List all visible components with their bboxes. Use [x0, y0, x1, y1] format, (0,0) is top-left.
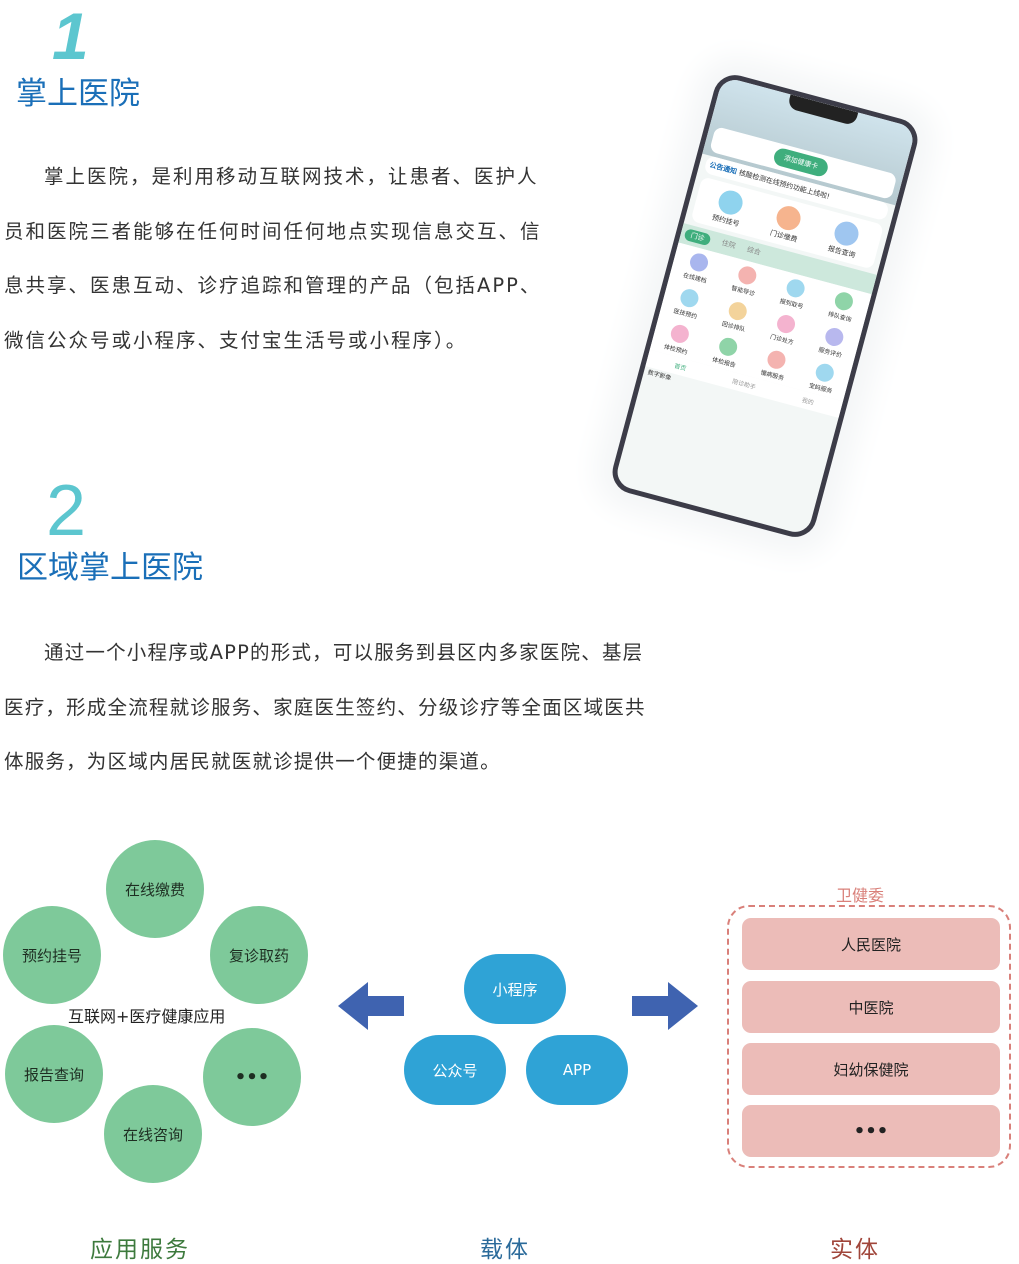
service-icon: [678, 287, 701, 310]
nav-me[interactable]: 我的: [800, 396, 815, 407]
section-title-1: 掌上医院: [16, 76, 140, 112]
section-number-1: 1: [52, 0, 89, 73]
service-label: 宝妈服务: [807, 382, 833, 396]
service-label: 慢病服务: [759, 369, 785, 383]
main-item[interactable]: 预约挂号: [711, 185, 748, 229]
main-item[interactable]: 报告查询: [827, 216, 864, 260]
service-icon: [832, 290, 855, 313]
app-circle: 在线咨询: [104, 1085, 202, 1183]
service-label: 体检报告: [711, 356, 737, 370]
apps-center-label: 互联网+医疗健康应用: [68, 1007, 226, 1026]
entity-box: 妇幼保健院: [742, 1043, 1000, 1095]
carrier-pill: 小程序: [464, 954, 566, 1024]
nav-assistant[interactable]: 陪诊助手: [731, 378, 757, 392]
tab[interactable]: 住院: [720, 238, 737, 251]
entity-group-border: [727, 905, 1011, 1168]
tab[interactable]: 门诊: [683, 228, 712, 247]
entity-box: 人民医院: [742, 918, 1000, 970]
service-icon: [784, 277, 807, 300]
app-circle: 预约挂号: [3, 906, 101, 1004]
caption-carrier: 载体: [480, 1237, 530, 1263]
main-item[interactable]: 门诊缴费: [769, 201, 806, 245]
service-icon: [717, 335, 740, 358]
carrier-pill: APP: [526, 1035, 628, 1105]
caption-apps: 应用服务: [90, 1237, 190, 1263]
app-circle: 在线缴费: [106, 840, 204, 938]
section-title-2: 区域掌上医院: [17, 550, 203, 586]
arrow-right-icon: [632, 982, 698, 1030]
entity-box-more: •••: [742, 1105, 1000, 1157]
app-circle: 报告查询: [5, 1025, 103, 1123]
app-circle-more: •••: [203, 1028, 301, 1126]
service-label: 体检预约: [663, 343, 689, 357]
service-icon: [765, 348, 788, 371]
section-paragraph-2: 通过一个小程序或APP的形式，可以服务到县区内多家医院、基层医疗，形成全流程就诊…: [4, 641, 646, 773]
carrier-pill: 公众号: [404, 1035, 506, 1105]
phone-mockup: 添加健康卡 公告通知 核酸检测在线预约功能上线啦! 预约挂号 门诊缴费 报告查询…: [607, 70, 923, 542]
service-icon: [688, 251, 711, 274]
service-icon: [823, 325, 846, 349]
service-icon: [668, 322, 691, 345]
notice-label: 公告通知: [708, 160, 738, 176]
entity-box: 中医院: [742, 981, 1000, 1033]
arrow-left-icon: [338, 982, 404, 1030]
section-number-2: 2: [46, 471, 87, 551]
nav-home[interactable]: 首页: [673, 362, 687, 373]
section-paragraph-1: 掌上医院，是利用移动互联网技术，让患者、医护人员和医院三者能够在任何时间任何地点…: [4, 165, 542, 352]
tab[interactable]: 综合: [745, 245, 762, 257]
service-icon: [726, 300, 749, 323]
app-circle: 复诊取药: [210, 906, 308, 1004]
service-icon: [813, 361, 836, 384]
service-icon: [775, 313, 798, 336]
entity-group-label: 卫健委: [836, 886, 885, 905]
caption-entity: 实体: [830, 1237, 880, 1263]
service-icon: [736, 264, 759, 287]
